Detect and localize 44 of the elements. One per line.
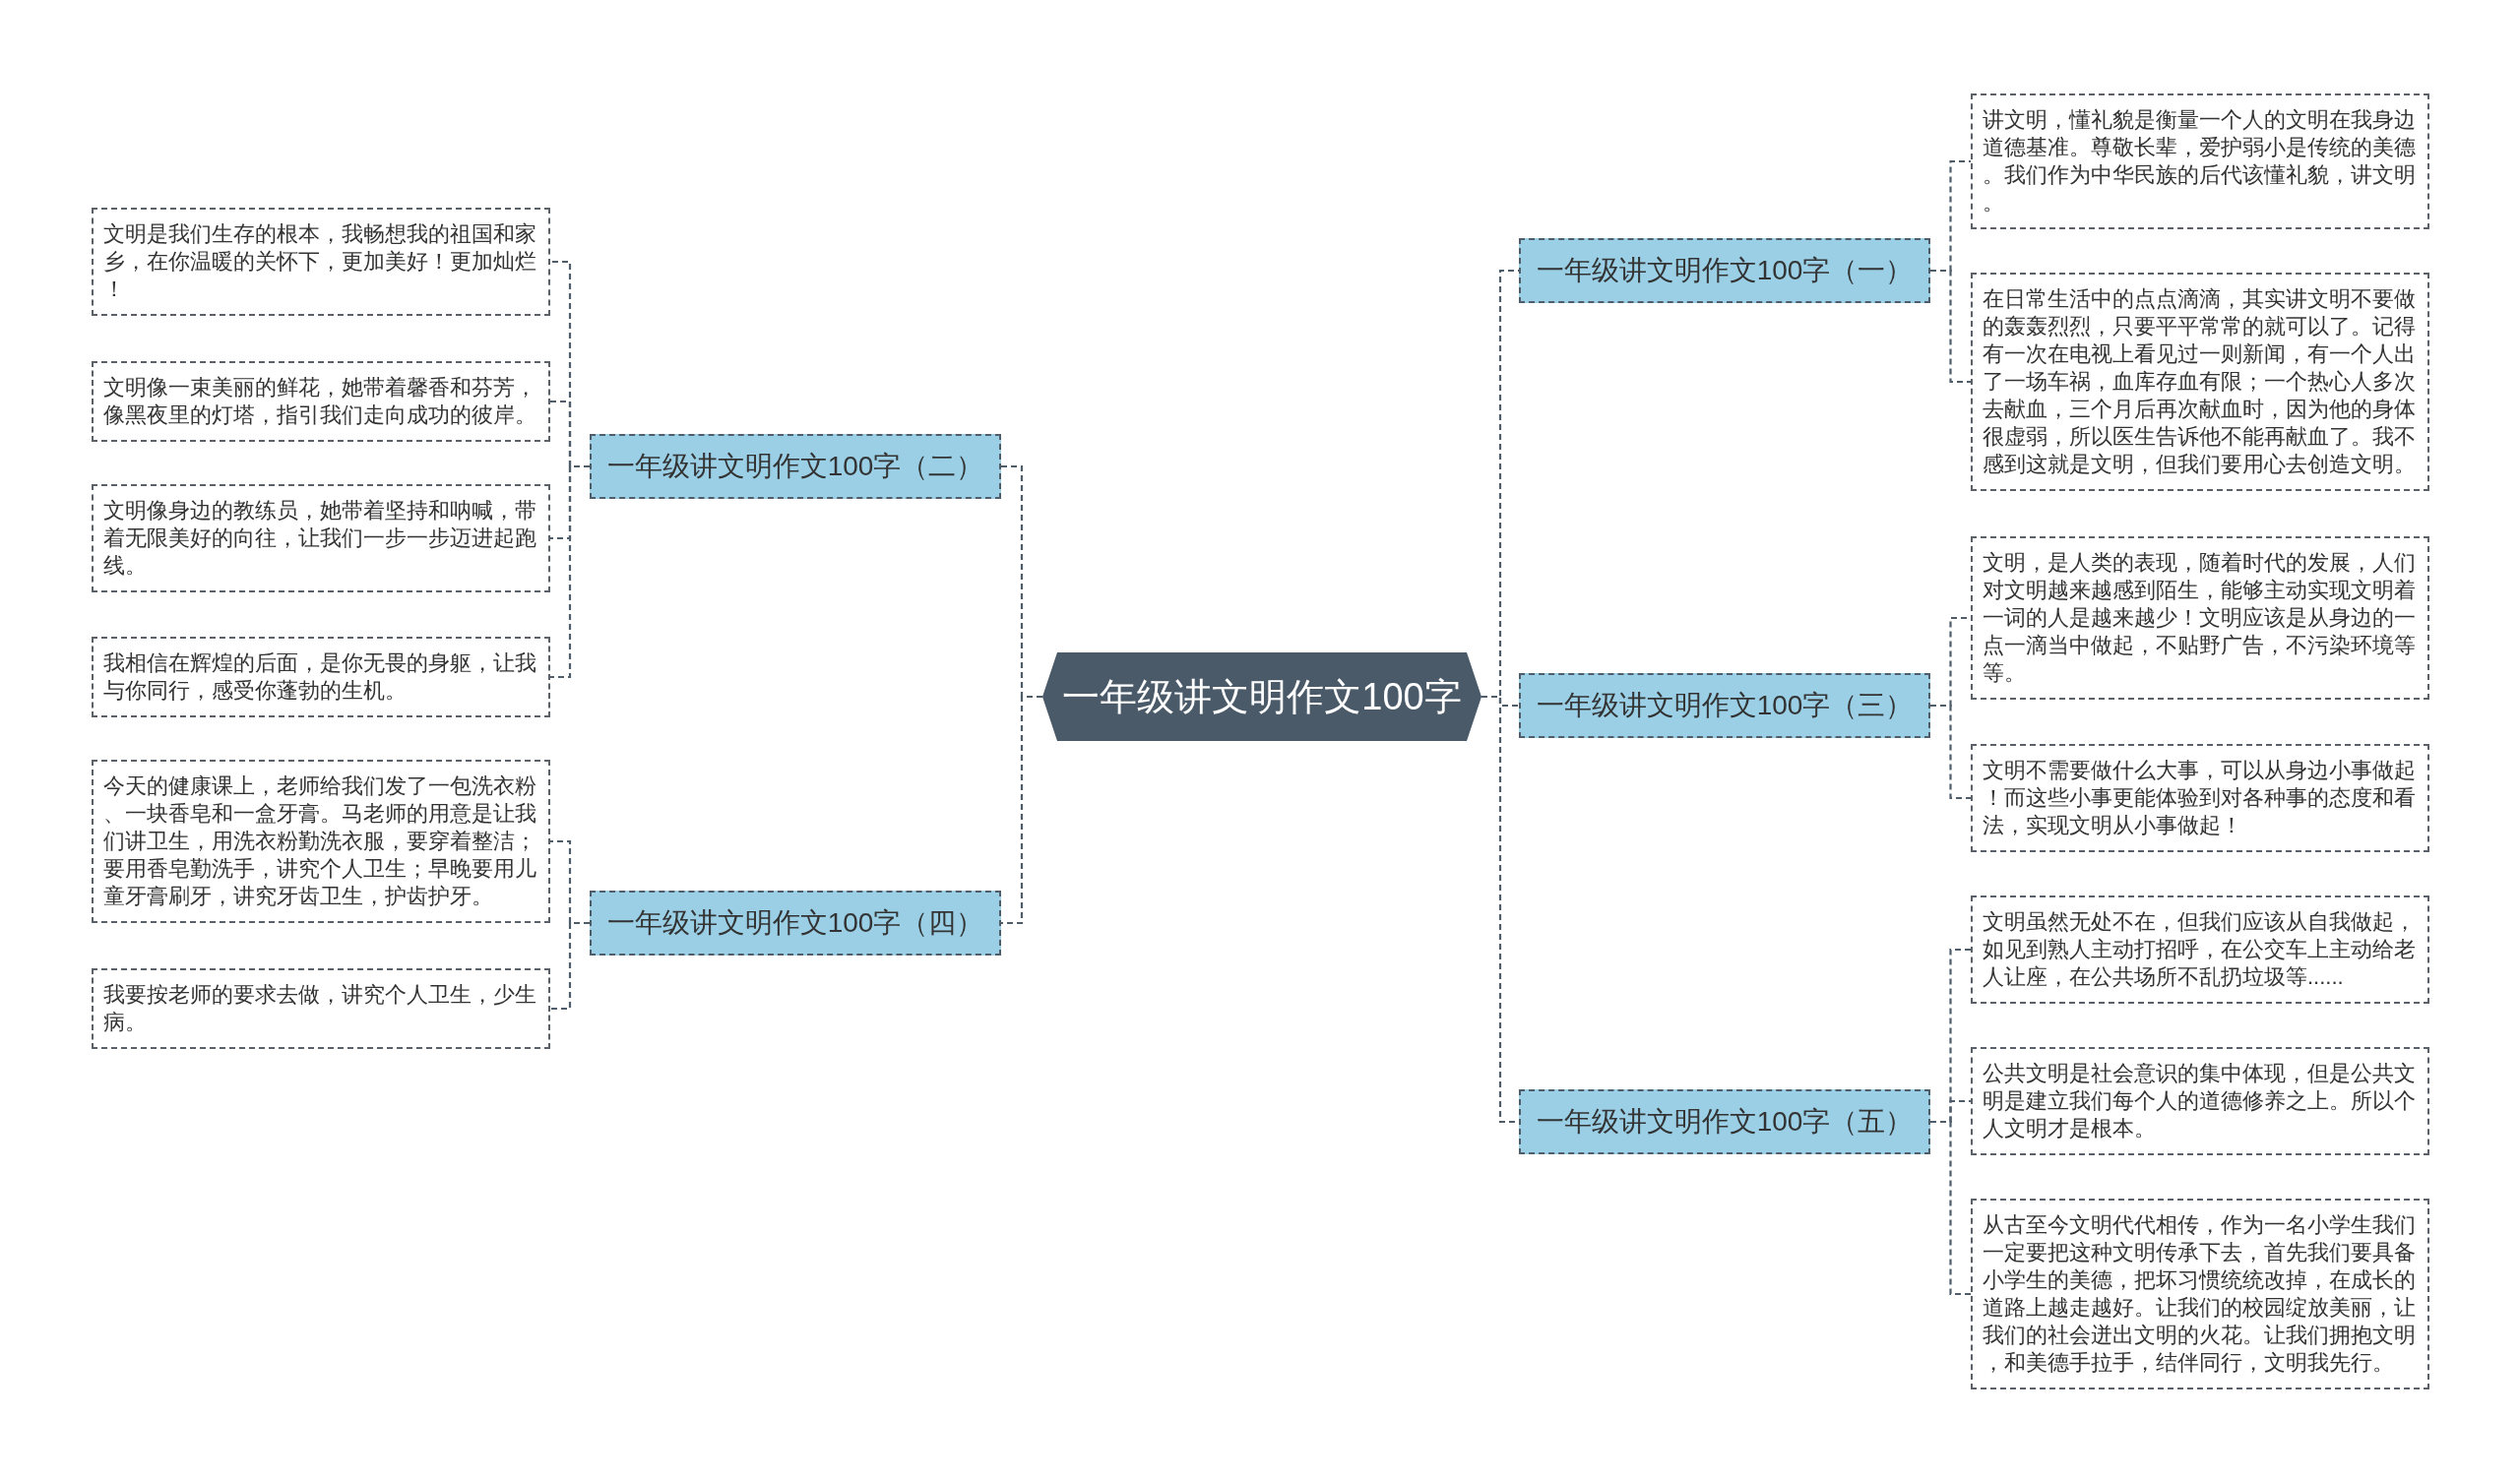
- note-card: [92, 208, 550, 316]
- note-text: 文明像身边的教练员，她带着坚持和呐喊，带着无限美好的向往，让我们一步一步迈进起跑线。: [103, 497, 537, 580]
- note-card: [1971, 744, 2429, 852]
- subtopic-card: [1519, 1089, 1930, 1154]
- connector-line: [550, 464, 590, 679]
- subtopic-title: 一年级讲文明作文100字（四）: [606, 906, 984, 940]
- note-card: [1971, 536, 2429, 700]
- note-card: [1971, 895, 2429, 1004]
- note-text: 公共文明是社会意识的集中体现，但是公共文明是建立我们每个人的道德修养之上。所以个人文明才是根本。: [1983, 1060, 2417, 1142]
- subtopic-card: [590, 891, 1001, 956]
- note-text: 在日常生活中的点点滴滴，其实讲文明不要做的轰轰烈烈，只要平平常常的就可以了。记得有一次在电视上看见过一则新闻，有一个人出了一场车祸，血库存血有限；一个热心人多次去献血，三个月后再次献血时，因为他的身体很虚弱，所以医生告诉他不能再献血了。我不感到这就是文明，但我们要用心去创造文明。: [1983, 285, 2417, 478]
- note-card: [1971, 1047, 2429, 1155]
- note-card: [92, 760, 550, 923]
- central-topic: [1042, 652, 1481, 741]
- subtopic-title: 一年级讲文明作文100字（三）: [1536, 689, 1914, 722]
- note-card: [92, 484, 550, 592]
- subtopic-card: [1519, 238, 1930, 303]
- note-text: 从古至今文明代代相传，作为一名小学生我们一定要把这种文明传承下去，首先我们要具备小学生的美德，把坏习惯统统改掉，在成长的道路上越走越好。让我们的校园绽放美丽，让我们的社会迸出文明的火花。让我们拥抱文明，和美德手拉手，结伴同行，文明我先行。: [1983, 1211, 2417, 1377]
- connector-line: [550, 921, 590, 1011]
- note-text: 今天的健康课上，老师给我们发了一包洗衣粉、一块香皂和一盒牙膏。马老师的用意是让我们讲卫生，用洗衣粉勤洗衣服，要穿着整洁；要用香皂勤洗手，讲究个人卫生；早晚要用儿童牙膏刷牙，讲究牙齿卫生，护齿护牙。: [103, 772, 537, 910]
- note-text: 文明虽然无处不在，但我们应该从自我做起，如见到熟人主动打招呼，在公交车上主动给老人让座，在公共场所不乱扔垃圾等......: [1983, 908, 2417, 991]
- note-text: 文明像一束美丽的鲜花，她带着馨香和芬芳，像黑夜里的灯塔，指引我们走向成功的彼岸。: [103, 374, 537, 429]
- note-card: [1971, 1199, 2429, 1389]
- note-text: 我相信在辉煌的后面，是你无畏的身躯，让我与你同行，感受你蓬勃的生机。: [103, 649, 537, 705]
- note-card: [92, 968, 550, 1049]
- note-card: [92, 361, 550, 442]
- note-card: [92, 637, 550, 717]
- connector-line: [1930, 1120, 1971, 1296]
- subtopic-card: [1519, 673, 1930, 738]
- note-card: [1971, 93, 2429, 229]
- subtopic-title: 一年级讲文明作文100字（二）: [606, 450, 984, 483]
- note-text: 我要按老师的要求去做，讲究个人卫生，少生病。: [103, 981, 537, 1036]
- topic-title: 一年级讲文明作文100字: [1062, 674, 1462, 719]
- note-card: [1971, 273, 2429, 491]
- note-text: 讲文明，懂礼貌是衡量一个人的文明在我身边道德基准。尊敬长辈，爱护弱小是传统的美德。我们作为中华民族的后代该懂礼貌，讲文明。: [1983, 106, 2417, 216]
- subtopic-title: 一年级讲文明作文100字（五）: [1536, 1105, 1914, 1139]
- connector-line: [1930, 269, 1971, 384]
- subtopic-card: [590, 434, 1001, 499]
- note-text: 文明是我们生存的根本，我畅想我的祖国和家乡，在你温暖的关怀下，更加美好！更加灿烂！: [103, 220, 537, 303]
- connector-line: [1930, 704, 1971, 800]
- note-text: 文明不需要做什么大事，可以从身边小事做起！而这些小事更能体验到对各种事的态度和看法，实现文明从小事做起！: [1983, 757, 2417, 839]
- connector-line: [1001, 695, 1042, 925]
- subtopic-title: 一年级讲文明作文100字（一）: [1536, 254, 1914, 287]
- note-text: 文明，是人类的表现，随着时代的发展，人们对文明越来越感到陌生，能够主动实现文明着一词的人是越来越少！文明应该是从身边的一点一滴当中做起，不贴野广告，不污染环境等等。: [1983, 549, 2417, 687]
